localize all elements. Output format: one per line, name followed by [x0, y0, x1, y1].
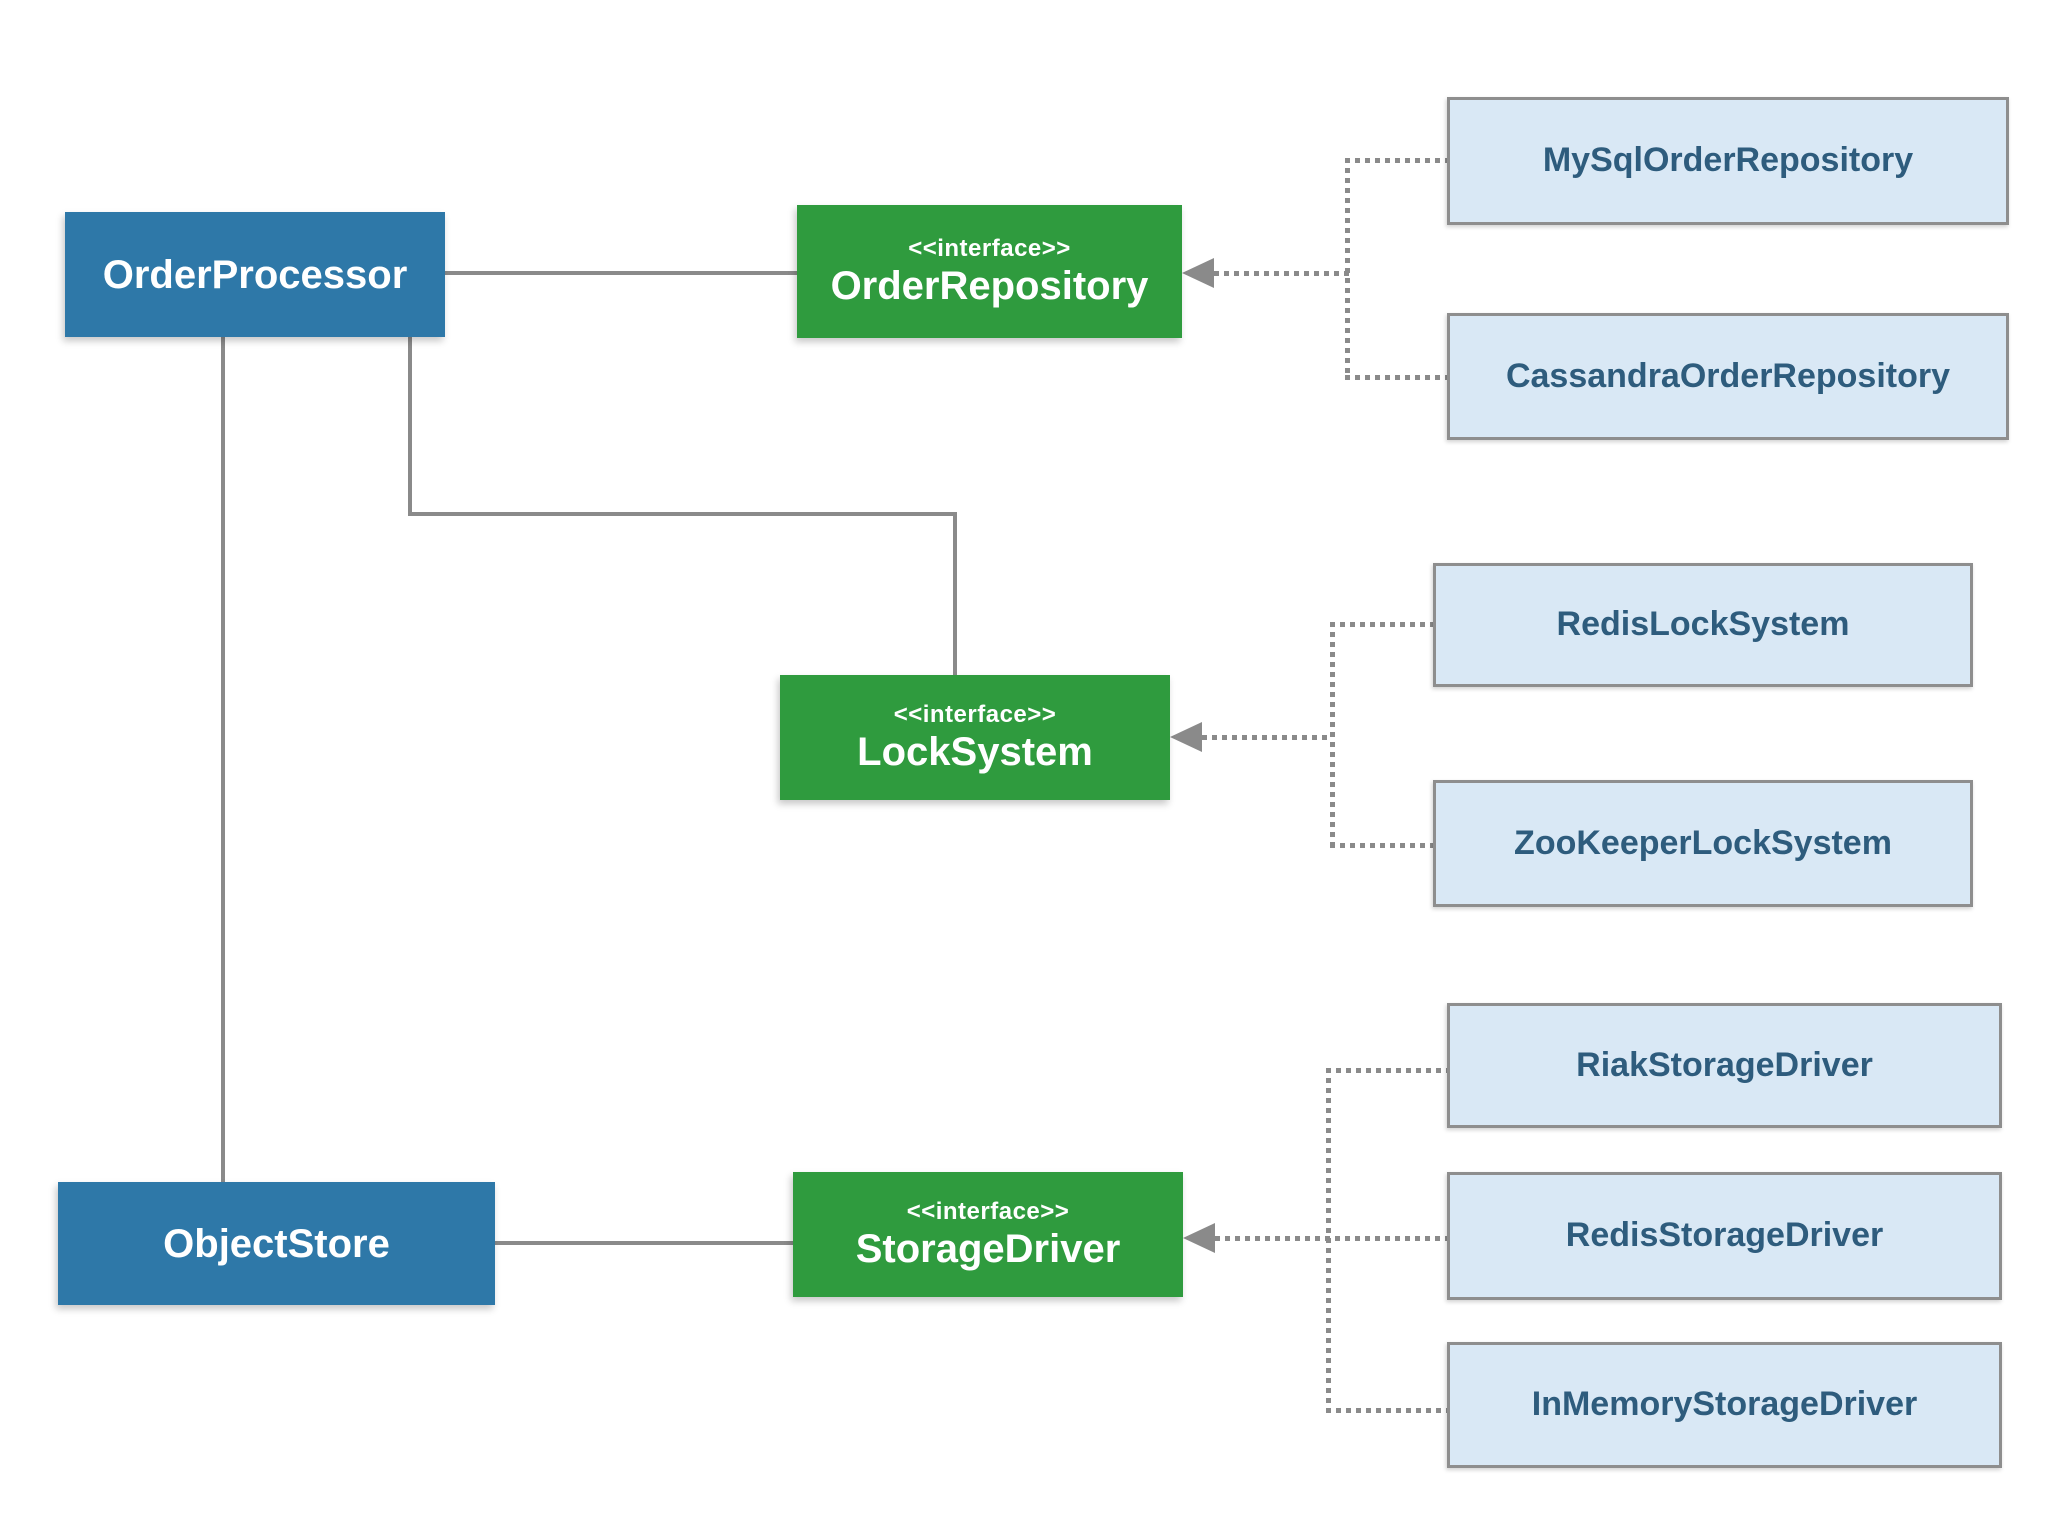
interface-label-orderrepository: OrderRepository — [830, 263, 1149, 308]
association-line-orderprocessor-locksystem-segment-across — [408, 512, 957, 516]
impl-label-inmemorystoragedriver: InMemoryStorageDriver — [1531, 1385, 1918, 1424]
class-label-orderprocessor: OrderProcessor — [102, 252, 408, 297]
dependency-line-locksystem-riser — [1330, 622, 1335, 848]
dependency-line-orderrepository-riser — [1345, 158, 1350, 380]
impl-box-redislocksystem: RedisLockSystem — [1433, 563, 1973, 687]
impl-box-cassandraorderrepository: CassandraOrderRepository — [1447, 313, 2009, 440]
interface-stereotype-storagedriver: <<interface>> — [906, 1198, 1070, 1226]
impl-label-riakstoragedriver: RiakStorageDriver — [1576, 1045, 1873, 1084]
association-line-orderprocessor-locksystem-segment-down — [408, 337, 412, 516]
impl-label-redisstoragedriver: RedisStorageDriver — [1565, 1216, 1884, 1255]
interface-stereotype-locksystem: <<interface>> — [893, 701, 1057, 729]
impl-box-zookeeperlocksystem: ZooKeeperLockSystem — [1433, 780, 1973, 907]
impl-label-mysqlorderrepository: MySqlOrderRepository — [1542, 141, 1914, 180]
dependency-line-orderrepository-stem — [1214, 271, 1350, 276]
association-line-orderprocessor-locksystem-segment-into — [953, 512, 957, 675]
dependency-line-storagedriver-stem — [1215, 1236, 1447, 1241]
impl-box-mysqlorderrepository: MySqlOrderRepository — [1447, 97, 2009, 225]
interface-box-storagedriver: <<interface>> StorageDriver — [793, 1172, 1183, 1297]
dependency-line-locksystem-stem — [1202, 735, 1330, 740]
impl-label-zookeeperlocksystem: ZooKeeperLockSystem — [1514, 823, 1892, 862]
association-line-objectstore-storagedriver — [495, 1241, 793, 1245]
interface-box-orderrepository: <<interface>> OrderRepository — [797, 205, 1182, 338]
dependency-line-redislocksystem-branch — [1330, 622, 1433, 627]
dependency-line-riakstoragedriver-branch — [1326, 1068, 1447, 1073]
impl-label-cassandraorderrepository: CassandraOrderRepository — [1505, 356, 1951, 395]
dependency-line-mysqlorderrepository-branch — [1345, 158, 1447, 163]
impl-box-inmemorystoragedriver: InMemoryStorageDriver — [1447, 1342, 2002, 1468]
dependency-line-cassandraorderrepository-branch — [1345, 375, 1447, 380]
impl-box-redisstoragedriver: RedisStorageDriver — [1447, 1172, 2002, 1300]
dependency-arrowhead-icon-orderrepository — [1182, 258, 1214, 288]
association-line-orderprocessor-orderrepository — [445, 271, 797, 275]
impl-label-redislocksystem: RedisLockSystem — [1556, 605, 1850, 644]
class-label-objectstore: ObjectStore — [163, 1221, 390, 1266]
dependency-line-inmemorystoragedriver-branch — [1326, 1408, 1447, 1413]
interface-label-locksystem: LockSystem — [857, 729, 1093, 774]
interface-stereotype-orderrepository: <<interface>> — [908, 235, 1071, 263]
interface-box-locksystem: <<interface>> LockSystem — [780, 675, 1170, 800]
dependency-arrowhead-icon-locksystem — [1170, 722, 1202, 752]
dependency-arrowhead-icon-storagedriver — [1183, 1223, 1215, 1253]
dependency-line-storagedriver-riser — [1326, 1068, 1331, 1418]
class-box-orderprocessor: OrderProcessor — [65, 212, 445, 337]
association-line-orderprocessor-objectstore — [221, 337, 225, 1182]
interface-label-storagedriver: StorageDriver — [855, 1226, 1121, 1271]
impl-box-riakstoragedriver: RiakStorageDriver — [1447, 1003, 2002, 1128]
class-box-objectstore: ObjectStore — [58, 1182, 495, 1305]
dependency-line-zookeeperlocksystem-branch — [1330, 843, 1433, 848]
